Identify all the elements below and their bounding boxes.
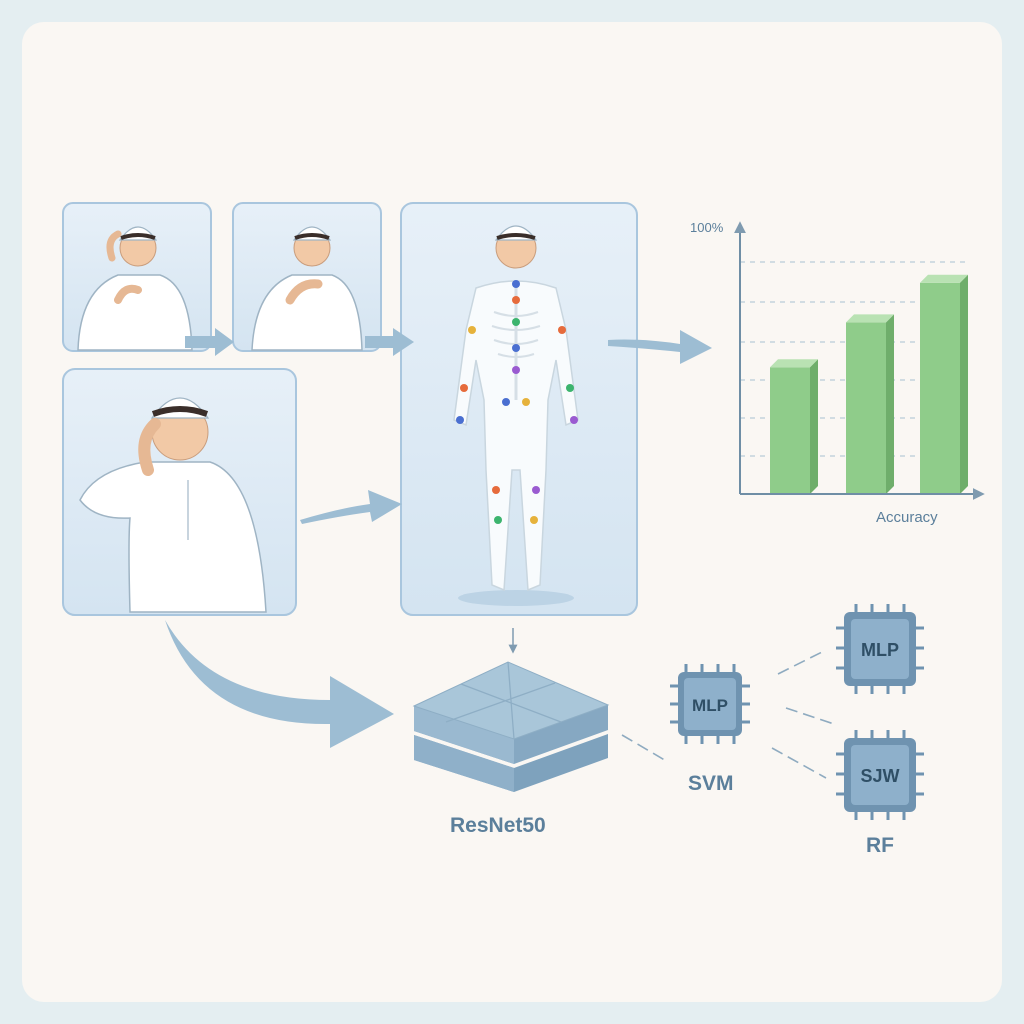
bar-top xyxy=(920,274,968,283)
chip-mlp-center: MLP SVM xyxy=(670,664,750,795)
rf-label: RF xyxy=(866,834,894,857)
bar-side xyxy=(886,314,894,494)
bar-top xyxy=(846,314,894,323)
resnet50-block: ResNet50 xyxy=(412,661,610,837)
resnet50-label: ResNet50 xyxy=(450,814,546,837)
skeleton-panel xyxy=(400,202,638,616)
skeleton-figure xyxy=(453,225,579,606)
person-figure xyxy=(251,226,363,351)
pose-frame-1 xyxy=(62,202,212,352)
bar-top xyxy=(770,359,818,368)
bar-side xyxy=(810,359,818,494)
y-max-label: 100% xyxy=(690,220,724,235)
x-axis-label: Accuracy xyxy=(876,509,938,526)
person-figure xyxy=(77,226,193,351)
chip-sjw-bottom: SJW RF xyxy=(836,730,924,857)
joint-markers xyxy=(456,280,578,524)
accuracy-bar-chart: 100% Accuracy xyxy=(690,220,985,526)
svm-label: SVM xyxy=(688,772,734,795)
chart-bars xyxy=(770,274,968,494)
accuracy-bar xyxy=(920,282,960,494)
chip-mlp-center-label: MLP xyxy=(692,696,728,715)
chip-mlp-top: MLP xyxy=(836,604,924,694)
bar-side xyxy=(960,274,968,494)
classifier-connectors xyxy=(621,649,835,779)
accuracy-bar xyxy=(770,367,810,494)
pose-frame-2 xyxy=(232,202,382,352)
flow-arrows xyxy=(165,328,712,748)
accuracy-bar xyxy=(846,322,886,494)
pose-frame-3 xyxy=(62,368,297,616)
chip-mlp-top-label: MLP xyxy=(861,640,899,660)
person-figure xyxy=(79,397,267,613)
chip-sjw-bottom-label: SJW xyxy=(860,766,899,786)
